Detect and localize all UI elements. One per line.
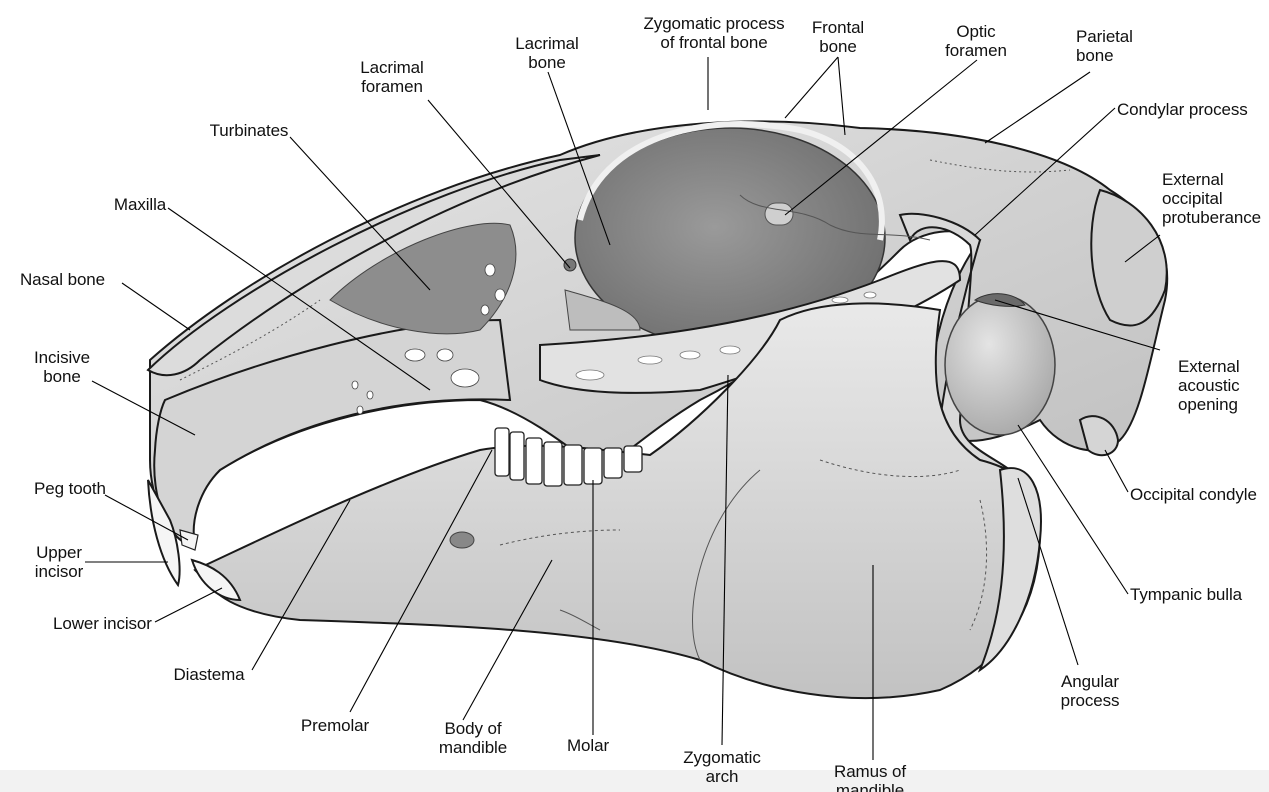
label-angular-process: Angular process — [1061, 672, 1120, 710]
label-optic-foramen: Optic foramen — [945, 22, 1007, 60]
label-external-occipital-protuberance: External occipital protuberance — [1162, 170, 1261, 227]
label-condylar-process: Condylar process — [1117, 100, 1248, 119]
label-occipital-condyle: Occipital condyle — [1130, 485, 1257, 504]
label-diastema: Diastema — [173, 665, 244, 684]
lacrimal-foramen-shape — [564, 259, 576, 271]
label-maxilla: Maxilla — [114, 195, 166, 214]
label-molar: Molar — [567, 736, 609, 755]
label-parietal-bone: Parietal bone — [1076, 27, 1133, 65]
label-lacrimal-foramen: Lacrimal foramen — [360, 58, 423, 96]
label-zygomatic-process-frontal-bone: Zygomatic process of frontal bone — [644, 14, 785, 52]
label-tympanic-bulla: Tympanic bulla — [1130, 585, 1242, 604]
occipital-protuberance-shape — [1091, 190, 1166, 326]
label-premolar: Premolar — [301, 716, 369, 735]
tympanic-bulla-shape — [945, 295, 1055, 435]
label-zygomatic-arch: Zygomatic arch — [683, 748, 761, 786]
peg-tooth-shape — [180, 530, 198, 550]
optic-foramen-shape — [765, 203, 793, 225]
label-frontal-bone: Frontal bone — [812, 18, 864, 56]
label-external-acoustic-opening: External acoustic opening — [1178, 357, 1240, 414]
label-peg-tooth: Peg tooth — [34, 479, 106, 498]
label-body-of-mandible: Body of mandible — [439, 719, 507, 757]
label-upper-incisor: Upper incisor — [35, 543, 83, 581]
label-turbinates: Turbinates — [210, 121, 289, 140]
mental-foramen — [450, 532, 474, 548]
label-lacrimal-bone: Lacrimal bone — [515, 34, 578, 72]
label-ramus-of-mandible: Ramus of mandible — [834, 762, 906, 792]
label-incisive-bone: Incisive bone — [34, 348, 90, 386]
label-lower-incisor: Lower incisor — [53, 614, 152, 633]
label-nasal-bone: Nasal bone — [20, 270, 105, 289]
